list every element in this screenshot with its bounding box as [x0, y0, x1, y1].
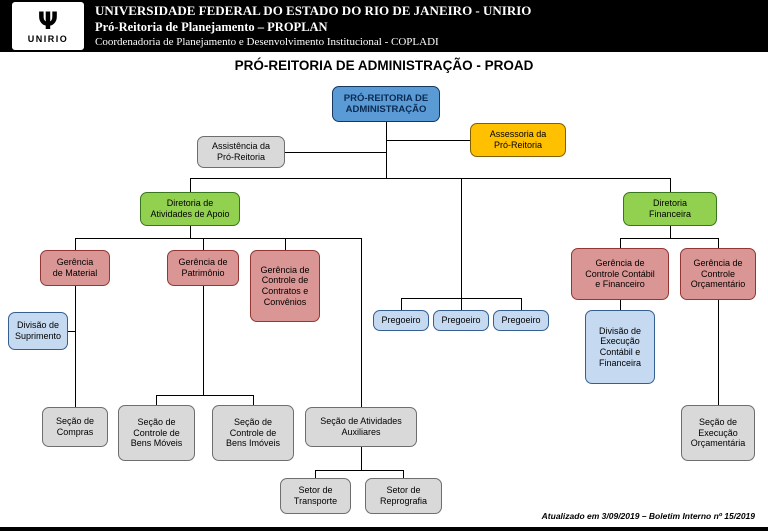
connector-line — [156, 395, 254, 396]
connector-line — [203, 286, 204, 395]
connector-line — [75, 286, 76, 407]
header-bar: Ψ UNIRIO UNIVERSIDADE FEDERAL DO ESTADO … — [0, 0, 768, 52]
connector-line — [670, 226, 671, 238]
org-node-secao-bens-imoveis: Seção de Controle de Bens Imóveis — [212, 405, 294, 461]
copladi-name: Coordenadoria de Planejamento e Desenvol… — [95, 36, 439, 48]
connector-line — [401, 298, 402, 310]
connector-line — [718, 238, 719, 248]
unirio-logo: Ψ UNIRIO — [12, 2, 84, 50]
org-node-setor-transporte: Setor de Transporte — [280, 478, 351, 514]
org-node-gerencia-material: Gerência de Material — [40, 250, 110, 286]
connector-line — [620, 238, 621, 248]
connector-line — [190, 178, 670, 179]
connector-line — [403, 470, 404, 478]
org-node-secao-bens-moveis: Seção de Controle de Bens Móveis — [118, 405, 195, 461]
connector-line — [361, 447, 362, 470]
connector-line — [75, 238, 361, 239]
header-text: UNIVERSIDADE FEDERAL DO ESTADO DO RIO DE… — [95, 3, 531, 49]
connector-line — [461, 178, 462, 298]
org-node-gerencia-contratos: Gerência de Controle de Contratos e Conv… — [250, 250, 320, 322]
connector-line — [315, 470, 316, 478]
connector-line — [203, 238, 204, 250]
org-node-assessoria: Assessoria da Pró-Reitoria — [470, 123, 566, 157]
connector-line — [156, 395, 157, 405]
org-node-divisao-execucao: Divisão de Execução Contábil e Financeir… — [585, 310, 655, 384]
connector-line — [461, 298, 462, 310]
connector-line — [285, 238, 286, 250]
org-node-setor-reprografia: Setor de Reprografia — [365, 478, 442, 514]
proplan-name: Pró-Reitoria de Planejamento – PROPLAN — [95, 20, 328, 34]
org-node-proad: PRÓ-REITORIA DE ADMINISTRAÇÃO — [332, 86, 440, 122]
connector-line — [68, 331, 76, 332]
org-node-gerencia-orcamentario: Gerência de Controle Orçamentário — [680, 248, 756, 300]
connector-line — [253, 395, 254, 405]
org-node-assistencia: Assistência da Pró-Reitoria — [197, 136, 285, 168]
connector-line — [620, 238, 719, 239]
org-node-gerencia-patrimonio: Gerência de Patrimônio — [167, 250, 239, 286]
org-node-pregoeiro-3: Pregoeiro — [493, 310, 549, 331]
connector-line — [718, 300, 719, 405]
page-title: PRÓ-REITORIA DE ADMINISTRAÇÃO - PROAD — [234, 58, 534, 73]
connector-line — [190, 178, 191, 192]
unirio-trident-icon: Ψ — [37, 6, 59, 35]
connector-line — [387, 140, 470, 141]
org-node-diretoria-atividades-apoio: Diretoria de Atividades de Apoio — [140, 192, 240, 226]
connector-line — [190, 226, 191, 238]
connector-line — [670, 178, 671, 192]
connector-line — [386, 122, 387, 178]
org-node-pregoeiro-1: Pregoeiro — [373, 310, 429, 331]
connector-line — [285, 152, 386, 153]
org-node-pregoeiro-2: Pregoeiro — [433, 310, 489, 331]
org-node-secao-compras: Seção de Compras — [42, 407, 108, 447]
connector-line — [521, 298, 522, 310]
org-node-gerencia-contabil-financeiro: Gerência de Controle Contábil e Financei… — [571, 248, 669, 300]
org-node-divisao-suprimento: Divisão de Suprimento — [8, 312, 68, 350]
org-node-secao-execucao-orcamentaria: Seção de Execução Orçamentária — [681, 405, 755, 461]
update-note: Atualizado em 3/09/2019 – Boletim Intern… — [541, 511, 755, 521]
connector-line — [620, 300, 621, 310]
university-name: UNIVERSIDADE FEDERAL DO ESTADO DO RIO DE… — [95, 3, 532, 18]
connector-line — [315, 470, 404, 471]
connector-line — [361, 238, 362, 407]
unirio-logo-label: UNIRIO — [27, 33, 69, 44]
org-node-secao-atividades-auxiliares: Seção de Atividades Auxiliares — [305, 407, 417, 447]
bottom-border — [0, 527, 768, 531]
org-node-diretoria-financeira: Diretoria Financeira — [623, 192, 717, 226]
connector-line — [75, 238, 76, 250]
